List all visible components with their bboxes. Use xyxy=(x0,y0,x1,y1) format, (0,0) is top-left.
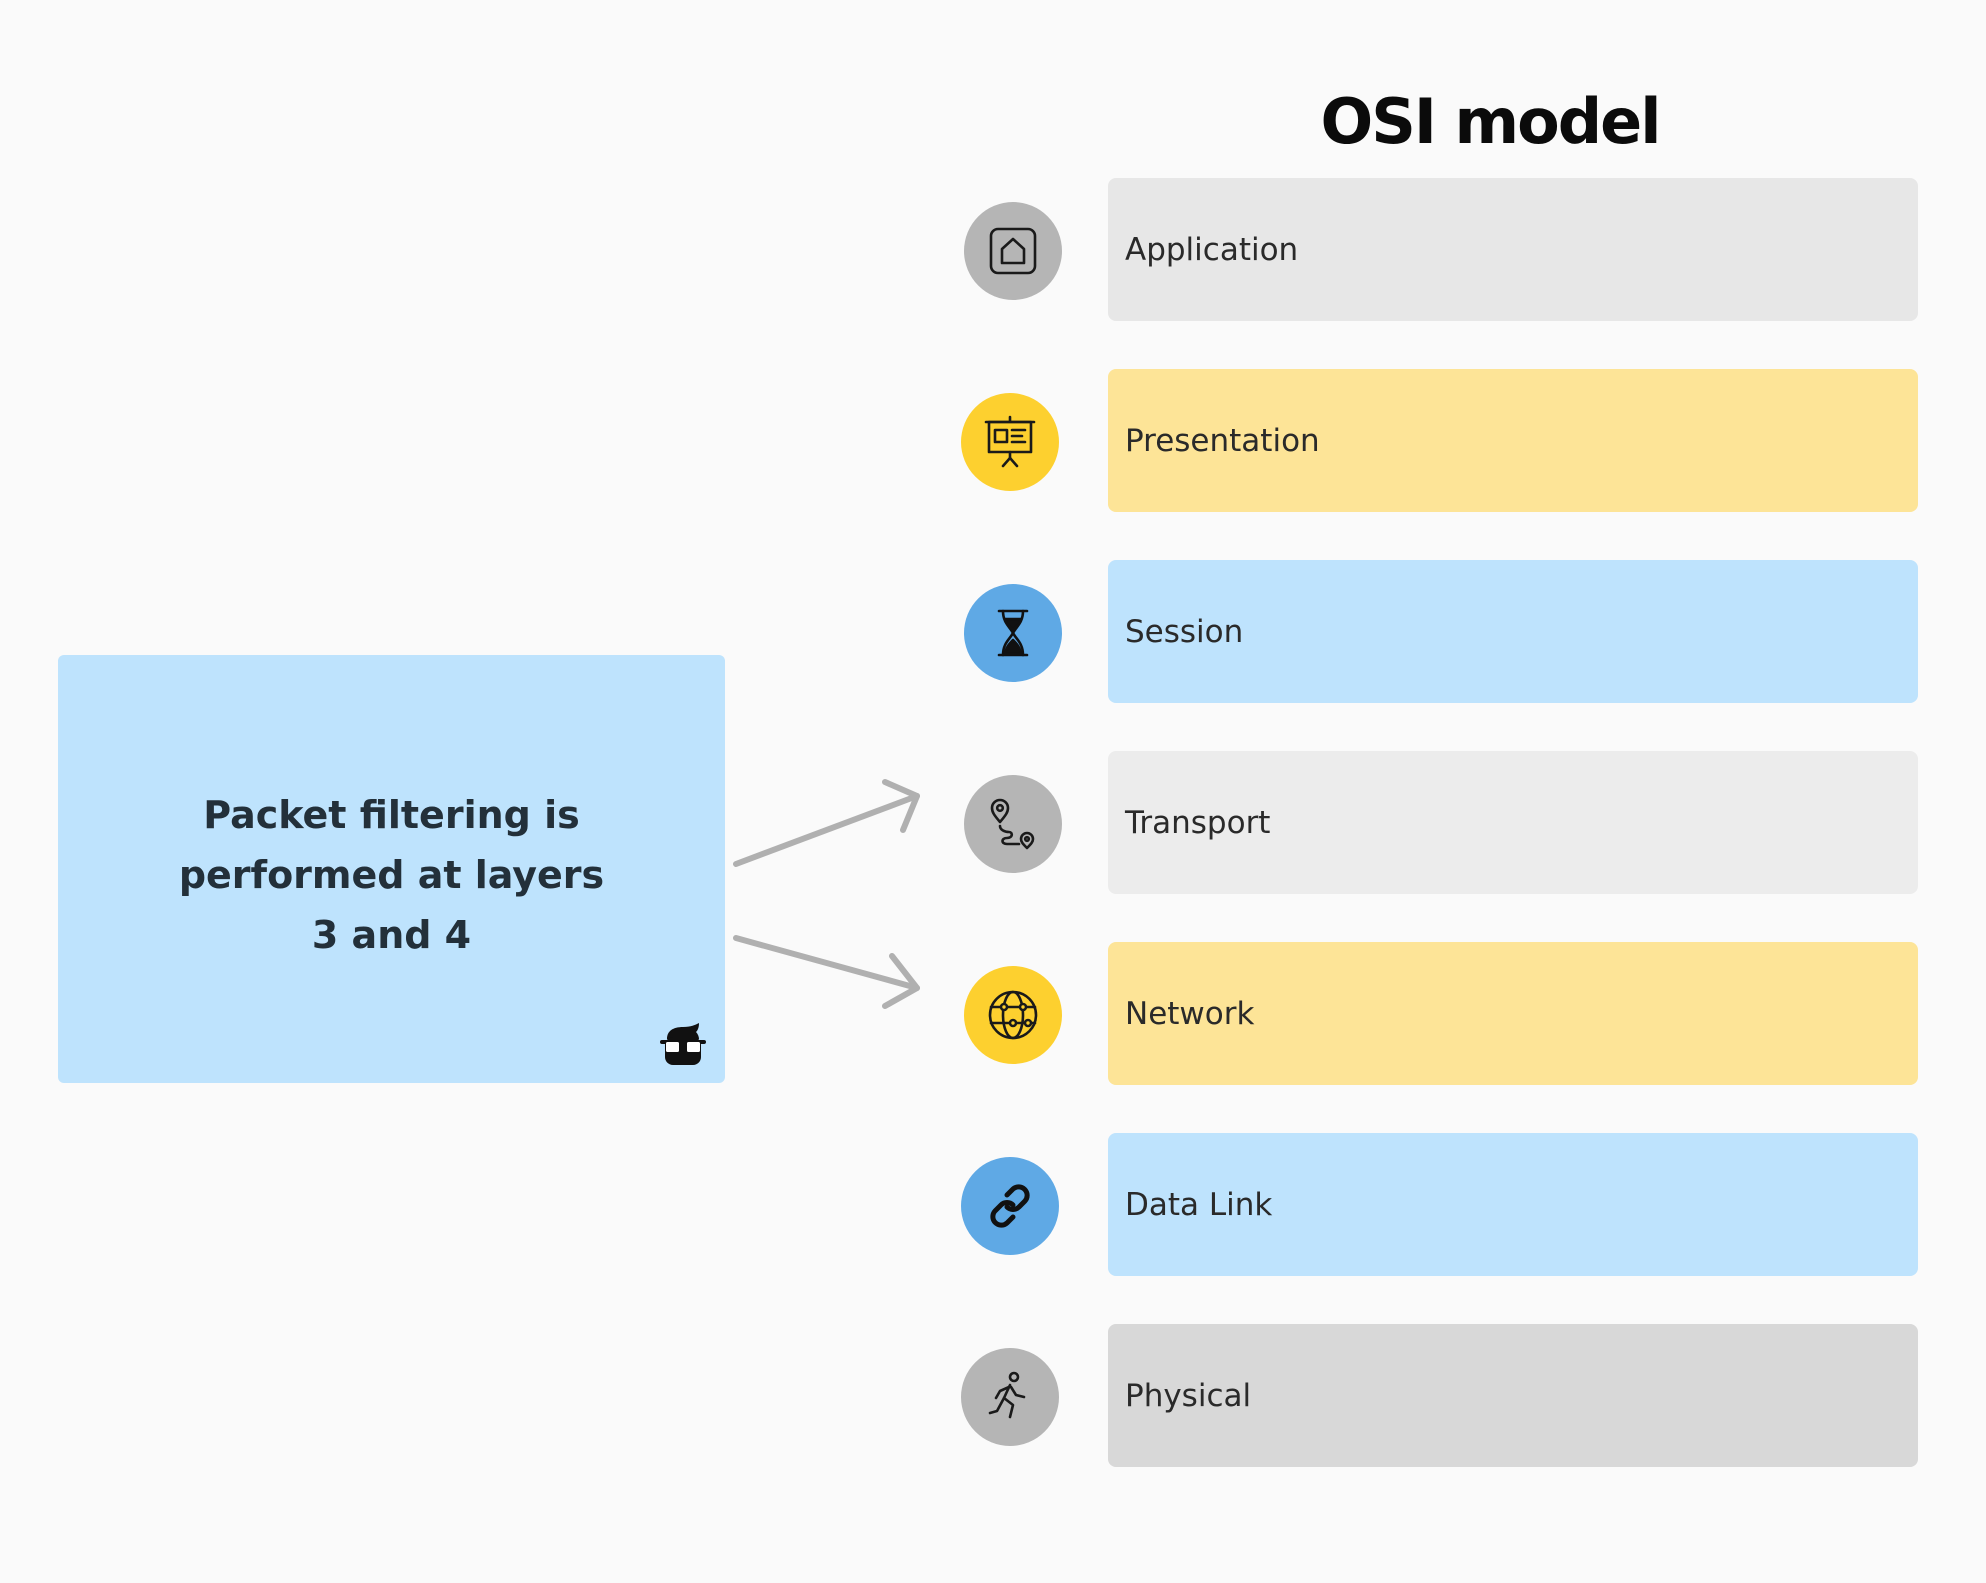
layer-box-network[interactable]: Network xyxy=(1108,942,1918,1085)
home-icon xyxy=(964,202,1062,300)
layer-network: Network xyxy=(0,942,1986,1086)
layer-label: Transport xyxy=(1125,804,1271,841)
layer-session: Session xyxy=(0,560,1986,704)
running-person-icon xyxy=(961,1348,1059,1446)
hourglass-icon xyxy=(964,584,1062,682)
layer-transport: Transport xyxy=(0,751,1986,895)
route-icon xyxy=(964,775,1062,873)
layer-presentation: Presentation xyxy=(0,369,1986,513)
layer-physical: Physical xyxy=(0,1324,1986,1468)
layer-label: Network xyxy=(1125,995,1255,1032)
note-line: Packet filtering is xyxy=(203,793,580,837)
note-text: Packet filtering is performed at layers … xyxy=(118,785,665,965)
layer-box-presentation[interactable]: Presentation xyxy=(1108,369,1918,512)
layer-box-session[interactable]: Session xyxy=(1108,560,1918,703)
layer-label: Session xyxy=(1125,613,1244,650)
note-line: performed at layers xyxy=(178,853,605,897)
author-avatar-icon xyxy=(660,1023,706,1065)
globe-network-icon xyxy=(964,966,1062,1064)
sticky-note[interactable]: Packet filtering is performed at layers … xyxy=(58,655,725,1083)
note-line: 3 and 4 xyxy=(311,913,472,957)
layer-box-transport[interactable]: Transport xyxy=(1108,751,1918,894)
layer-data-link: Data Link xyxy=(0,1133,1986,1277)
layer-application: Application xyxy=(0,178,1986,322)
layer-label: Presentation xyxy=(1125,422,1320,459)
presentation-board-icon xyxy=(961,393,1059,491)
layer-label: Physical xyxy=(1125,1377,1252,1414)
layer-label: Data Link xyxy=(1125,1186,1273,1223)
layer-label: Application xyxy=(1125,231,1299,268)
link-icon xyxy=(961,1157,1059,1255)
layer-box-application[interactable]: Application xyxy=(1108,178,1918,321)
diagram-title: OSI model xyxy=(1320,85,1662,158)
layer-box-physical[interactable]: Physical xyxy=(1108,1324,1918,1467)
layer-box-data-link[interactable]: Data Link xyxy=(1108,1133,1918,1276)
